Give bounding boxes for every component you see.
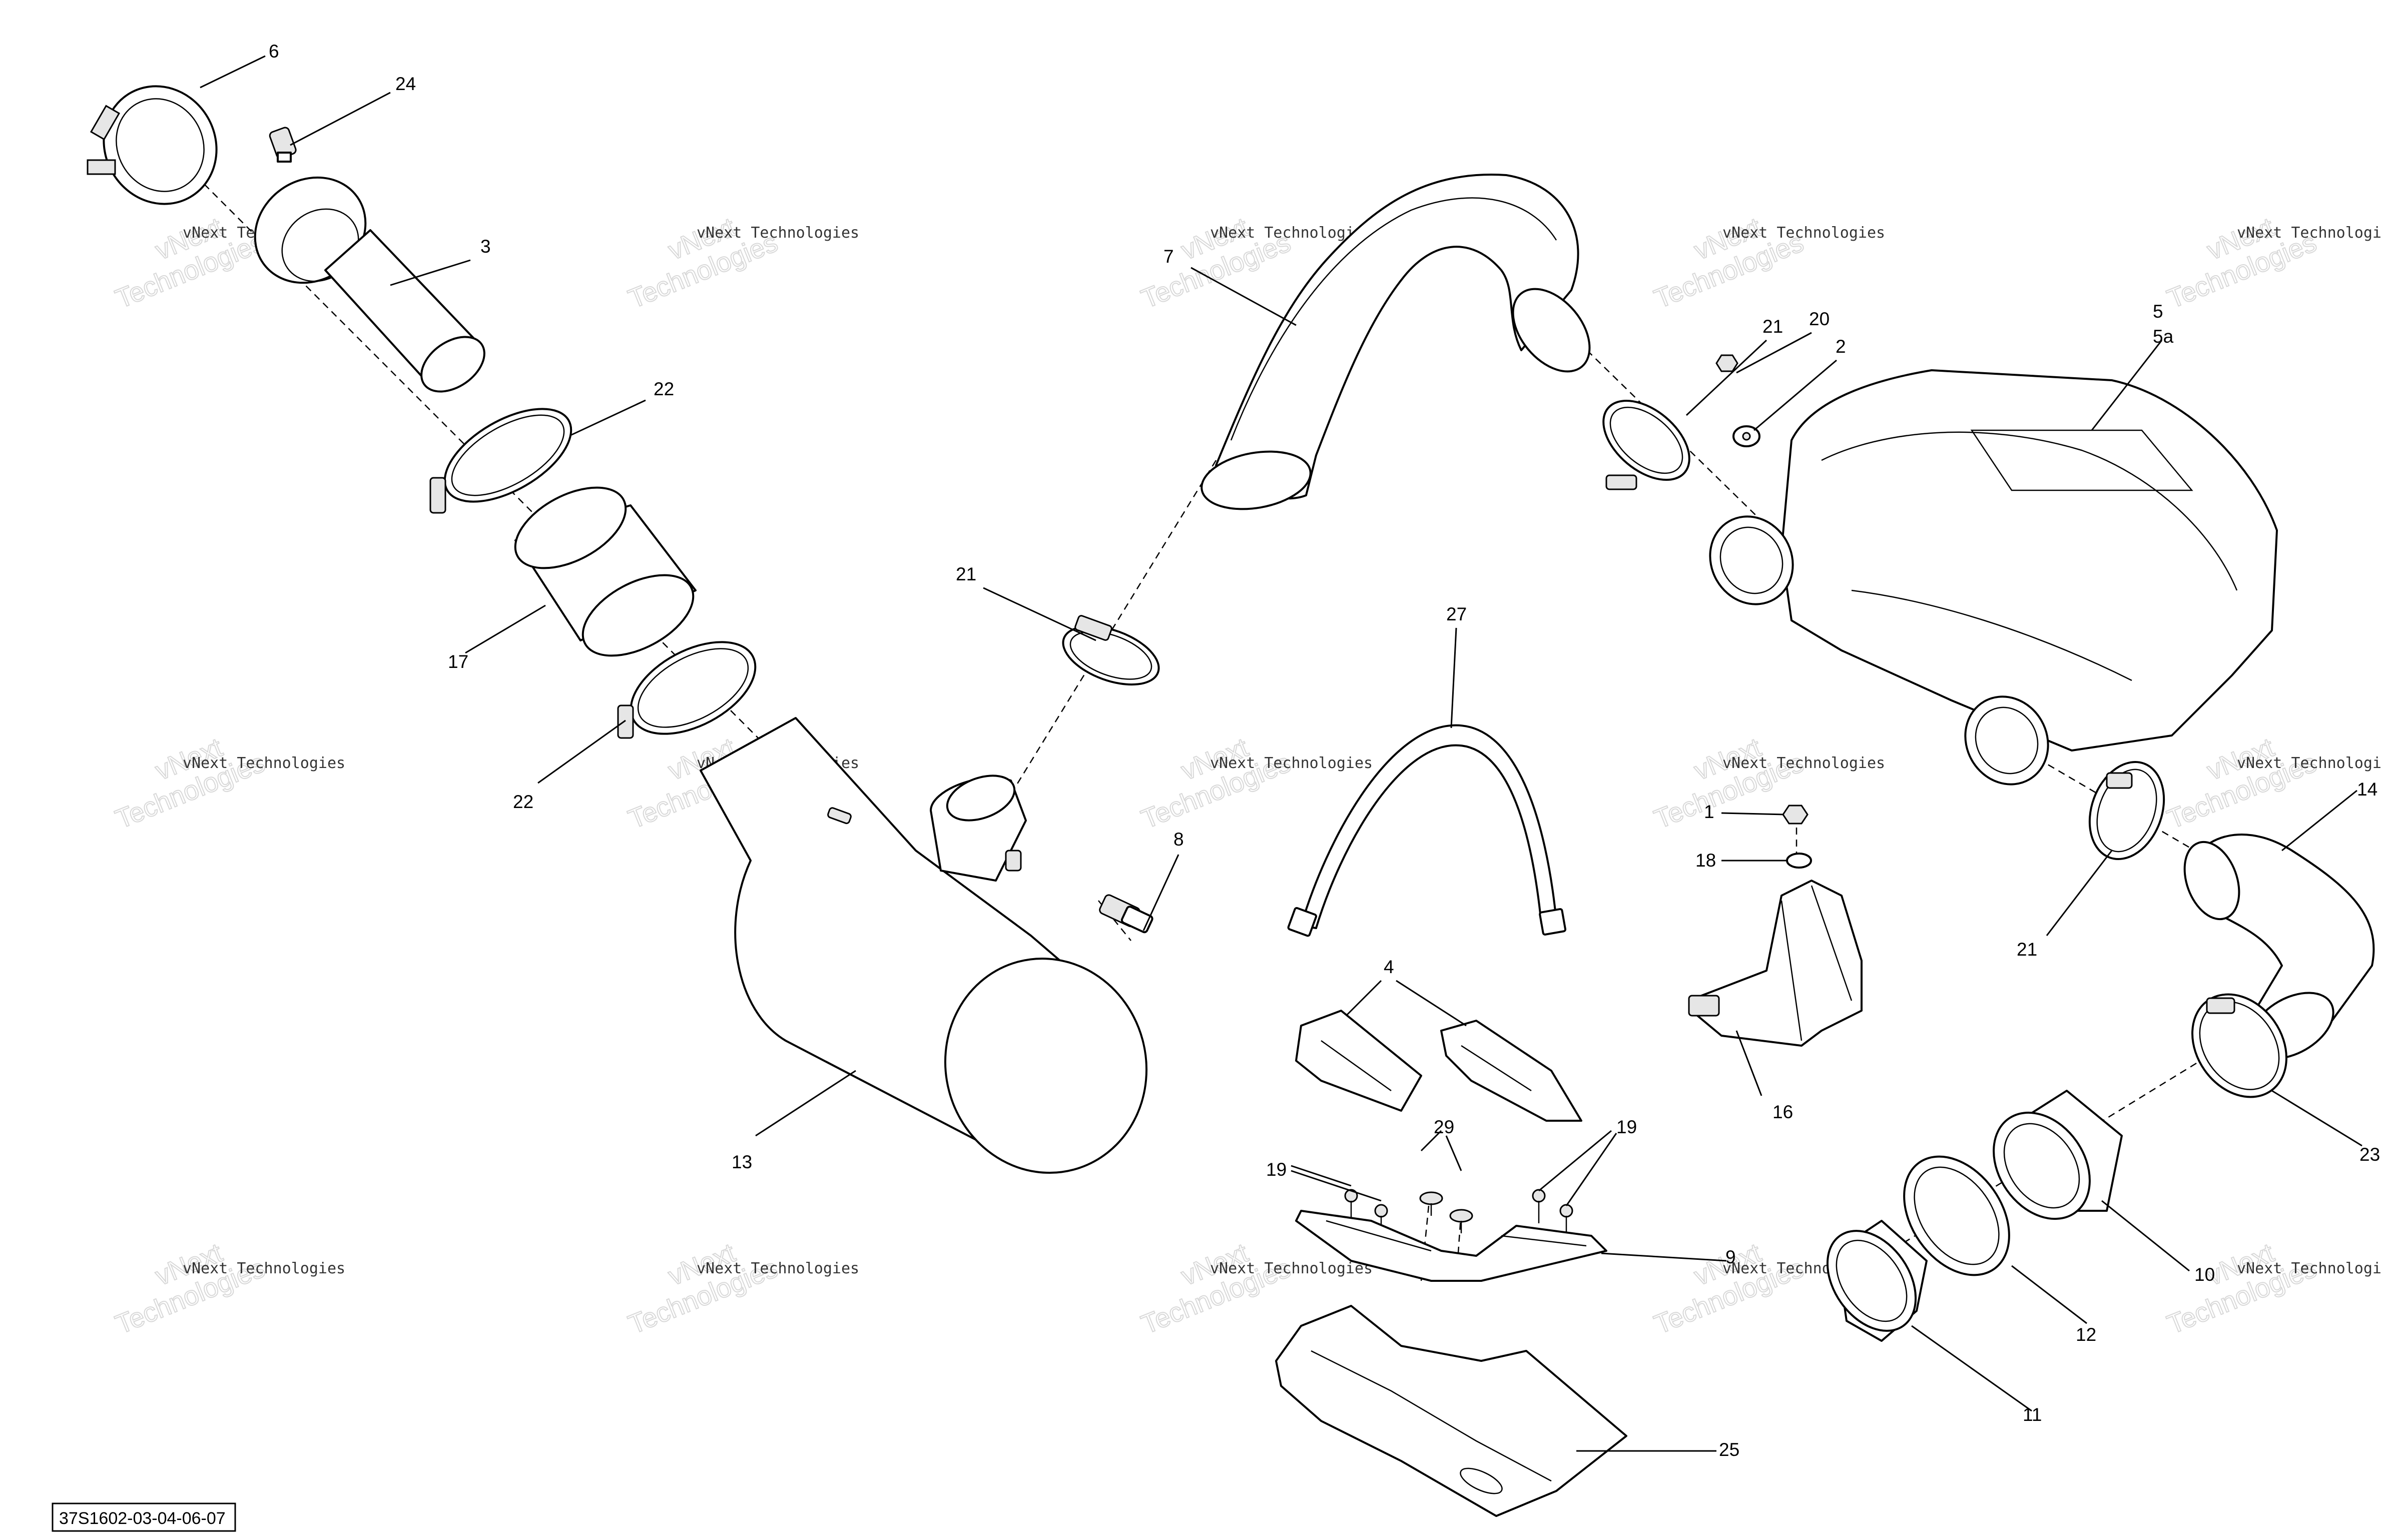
- callout-12: 12: [2076, 1324, 2096, 1345]
- hose-clamp-part-21-upper: [1602, 399, 1690, 490]
- watermark-text: vNext Technologies: [1210, 754, 1373, 772]
- callout-22-lower: 22: [513, 792, 533, 812]
- callout-labels: 6 24 3 22 17 22 13 7 21 8 27 4 29 19 19 …: [269, 41, 2380, 1460]
- watermark-text: vNext Technologies: [183, 754, 345, 772]
- callout-21-lower: 21: [2017, 939, 2037, 960]
- callout-1: 1: [1704, 802, 1714, 822]
- reference-code: 37S1602-03-04-06-07: [59, 1509, 226, 1528]
- elbow-hose-part-14: [2183, 833, 2375, 1060]
- sensor-axis: [1098, 900, 1131, 941]
- watermark-text: vNext Technologies: [697, 1260, 859, 1277]
- watermark-text: vNext Technologies: [2237, 754, 2382, 772]
- watermark-text: vNext Technologies: [183, 1260, 345, 1277]
- leader-lines: [200, 55, 2362, 1452]
- bracket-part-4-right: [1440, 1020, 1582, 1122]
- hose-clamp-part-23: [2191, 993, 2287, 1098]
- v-band-clamp-part-6: [87, 85, 218, 205]
- fitting-part-24: [269, 127, 297, 163]
- assembly-axes: [170, 150, 2217, 1282]
- callout-25: 25: [1719, 1439, 1739, 1460]
- support-bracket-part-16: [1688, 880, 1863, 1047]
- hose-clamp-part-21-center: [1062, 615, 1160, 686]
- sensor-part-8: [1099, 894, 1153, 934]
- reference-code-box: 37S1602-03-04-06-07: [52, 1502, 236, 1532]
- callout-20: 20: [1809, 309, 1830, 329]
- watermark-text: vNext Technologies: [1210, 1260, 1373, 1277]
- callout-16: 16: [1772, 1102, 1793, 1122]
- washer-part-2: [1732, 425, 1760, 447]
- washer-part-18: [1786, 853, 1812, 869]
- callout-4: 4: [1384, 957, 1394, 977]
- upper-right-axis: [1561, 325, 1782, 541]
- callout-11: 11: [2023, 1404, 2042, 1425]
- exhaust-hose-part-7: [1201, 174, 1591, 510]
- muffler-part-13: [700, 717, 1148, 1174]
- callout-5: 5: [2153, 301, 2163, 322]
- muffler-box-part-5: [1709, 369, 2278, 786]
- nut-part-1: [1782, 805, 1809, 825]
- callout-29: 29: [1434, 1117, 1454, 1137]
- callout-10: 10: [2194, 1264, 2215, 1285]
- callout-6: 6: [269, 41, 279, 62]
- callout-21-center: 21: [956, 564, 976, 584]
- callout-5a: 5a: [2153, 326, 2174, 347]
- gasket-part-12: [1903, 1155, 2010, 1276]
- watermark-text: vNext Technologies: [2237, 1260, 2382, 1277]
- callout-27: 27: [1446, 604, 1467, 624]
- callout-21-upper: 21: [1762, 316, 1783, 337]
- callout-23: 23: [2359, 1144, 2380, 1165]
- band-clamp-part-22-upper: [429, 408, 572, 514]
- rivets-part-29: [1419, 1191, 1473, 1233]
- callout-24: 24: [395, 74, 416, 94]
- watermark-text: vNext Technologies: [1722, 224, 1885, 242]
- skid-plate-part-9: [1295, 1210, 1607, 1282]
- header-pipe-part-3: [254, 176, 485, 393]
- callout-19-right: 19: [1616, 1117, 1637, 1137]
- callout-9: 9: [1725, 1247, 1736, 1267]
- watermark-text: vNext Technologies: [697, 224, 859, 242]
- callout-2: 2: [1836, 336, 1846, 357]
- hose-clamp-part-21-lower: [2088, 761, 2165, 860]
- mounting-strap-part-27: [1287, 724, 1567, 937]
- callout-13: 13: [732, 1152, 752, 1172]
- callout-3: 3: [480, 236, 491, 257]
- callout-19-left: 19: [1266, 1159, 1287, 1180]
- callout-22-upper: 22: [654, 379, 674, 399]
- ring-part-11: [1826, 1220, 1928, 1342]
- flange-adapter-part-10: [1993, 1090, 2123, 1220]
- callout-17: 17: [448, 651, 468, 672]
- band-clamp-part-22-lower: [617, 641, 757, 739]
- watermark-text: vNext Technologies: [2237, 224, 2382, 242]
- callout-14: 14: [2357, 779, 2377, 800]
- nut-part-20: [1715, 354, 1738, 372]
- callout-8: 8: [1173, 829, 1184, 850]
- callout-18: 18: [1695, 850, 1716, 871]
- watermark-text: vNext Technologies: [1722, 754, 1885, 772]
- bracket-part-4-left: [1295, 1010, 1422, 1112]
- sleeve-part-17: [514, 486, 697, 657]
- callout-7: 7: [1163, 246, 1174, 267]
- heat-shield-part-25: [1275, 1305, 1627, 1517]
